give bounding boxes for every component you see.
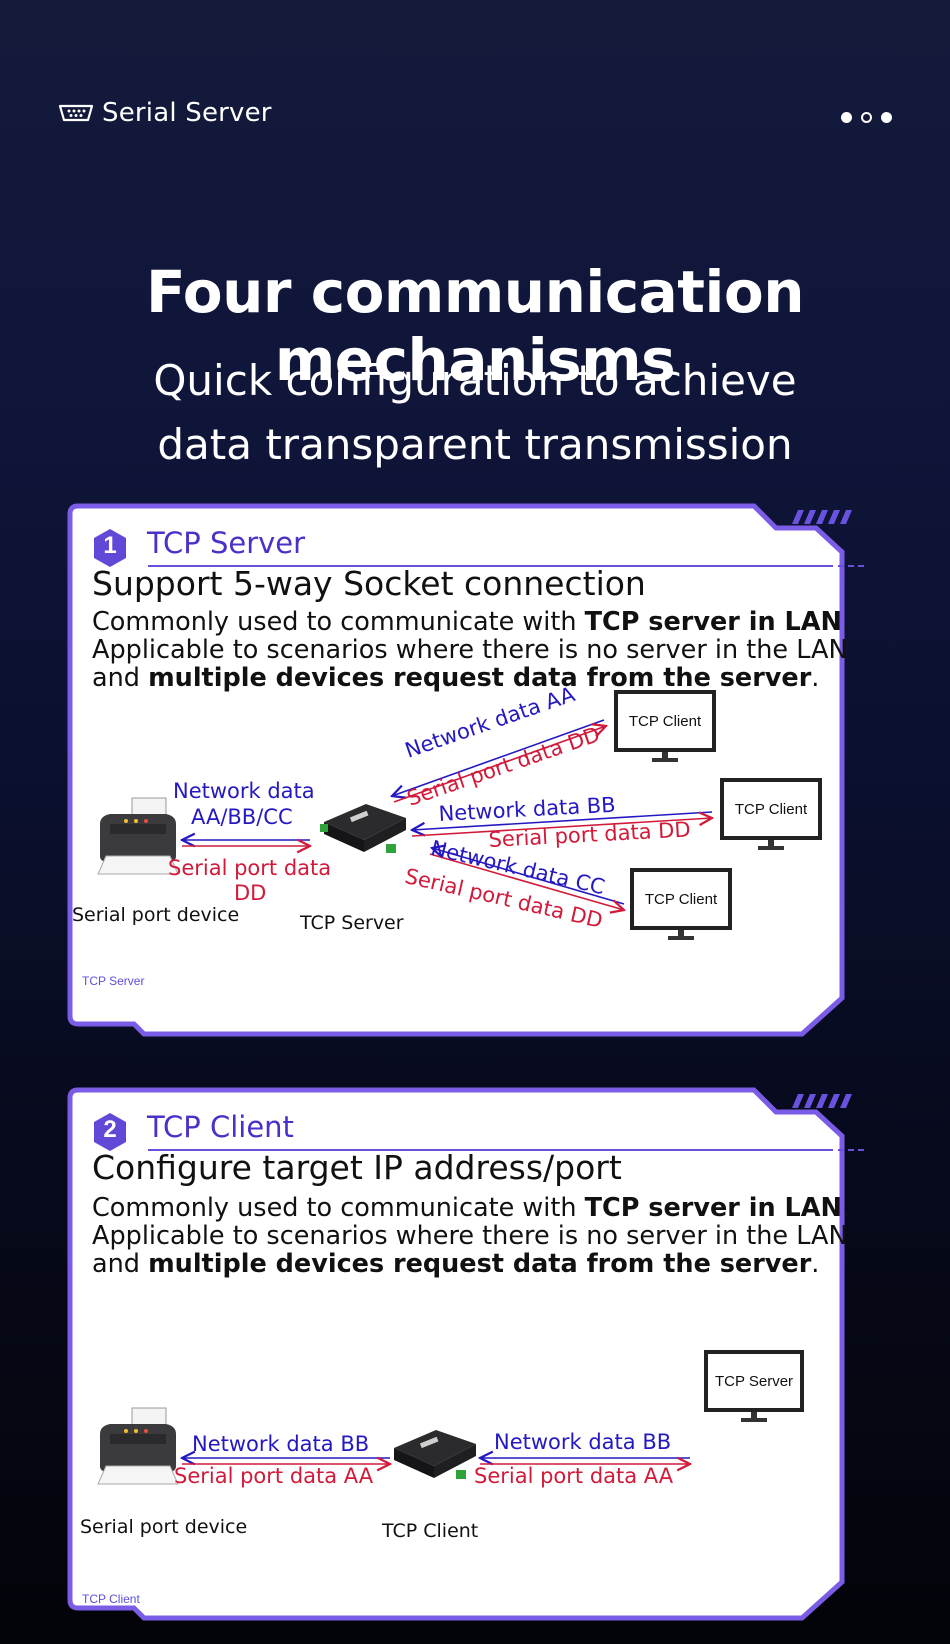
flow-arrows [64,1086,886,1622]
left-serial-label: DD [234,881,267,905]
left-network-label: Network data [173,779,315,803]
step-number: 2 [103,1116,117,1143]
title-dash [838,1149,864,1151]
description-line: Commonly used to communicate with TCP se… [92,607,850,637]
serial-server-device-icon [320,804,406,853]
pager-dot[interactable] [841,112,852,123]
description-line: Commonly used to communicate with TCP se… [92,1193,850,1223]
card-description: Commonly used to communicate with TCP se… [92,1194,882,1278]
right-serial-label: Serial port data AA [474,1464,674,1488]
device-label: Serial port device [72,904,240,926]
monitor-stand-icon [758,840,784,850]
title-dash [838,565,864,567]
pager-dot[interactable] [861,112,872,123]
description-line: and multiple devices request data from t… [92,663,820,693]
flow-arrows [64,719,886,1038]
description-line: Applicable to scenarios where there is n… [92,1221,848,1251]
printer-icon [97,797,179,875]
center-device-label: TCP Client [382,1520,479,1542]
client-screen: TCP Client [720,778,822,840]
card-description: Commonly used to communicate with TCP se… [92,608,882,692]
step-number: 1 [103,532,117,559]
card-title: TCP Client [147,1110,294,1144]
server-screen: TCP Server [704,1350,804,1412]
left-network-label: AA/BB/CC [191,805,293,829]
page-title: Four communication mechanisms [145,258,805,394]
step-badge [94,1113,126,1151]
monitor-stand-icon [741,1412,767,1422]
left-network-label: Network data BB [192,1432,370,1456]
card-frame [67,1087,845,1621]
monitor-stand-icon [652,752,678,762]
card-title: TCP Server [147,526,306,560]
right-network-label: Network data BB [494,1430,672,1454]
subtitle-line: data transparent transmission [157,420,793,469]
brand-label: Serial Server [102,98,272,128]
description-line: and multiple devices request data from t… [92,1249,820,1279]
monitor-stand-icon [668,930,694,940]
mode-card-tcp-client: 2 TCP Client Configure target IP address… [64,1086,886,1622]
card-heading: Support 5-way Socket connection [92,564,646,603]
card-footer-label: TCP Client [82,1592,140,1606]
device-label: Serial port device [80,1516,248,1538]
subtitle-line: Quick configuration to achieve [153,356,797,405]
client-screen: TCP Client [630,868,732,930]
serial-server-device-icon [394,1430,476,1479]
card-footer-label: TCP Server [82,974,145,988]
stripe-decoration [792,1094,852,1108]
step-badge [94,529,126,567]
left-serial-label: Serial port data [168,856,332,880]
client-screen: TCP Client [614,690,716,752]
center-device-label: TCP Server [300,912,404,934]
pager-dots[interactable] [841,112,892,123]
pager-dot[interactable] [881,112,892,123]
printer-icon [97,1407,179,1485]
left-serial-label: Serial port data AA [174,1464,374,1488]
description-line: Applicable to scenarios where there is n… [92,635,848,665]
stripe-decoration [792,510,852,524]
mode-card-tcp-server: 1 TCP Server Support 5-way Socket connec… [64,502,886,1038]
title-rule [148,565,833,567]
serial-port-icon [58,104,94,122]
card-heading: Configure target IP address/port [92,1148,622,1187]
brand: Serial Server [58,98,272,128]
title-rule [148,1149,833,1151]
